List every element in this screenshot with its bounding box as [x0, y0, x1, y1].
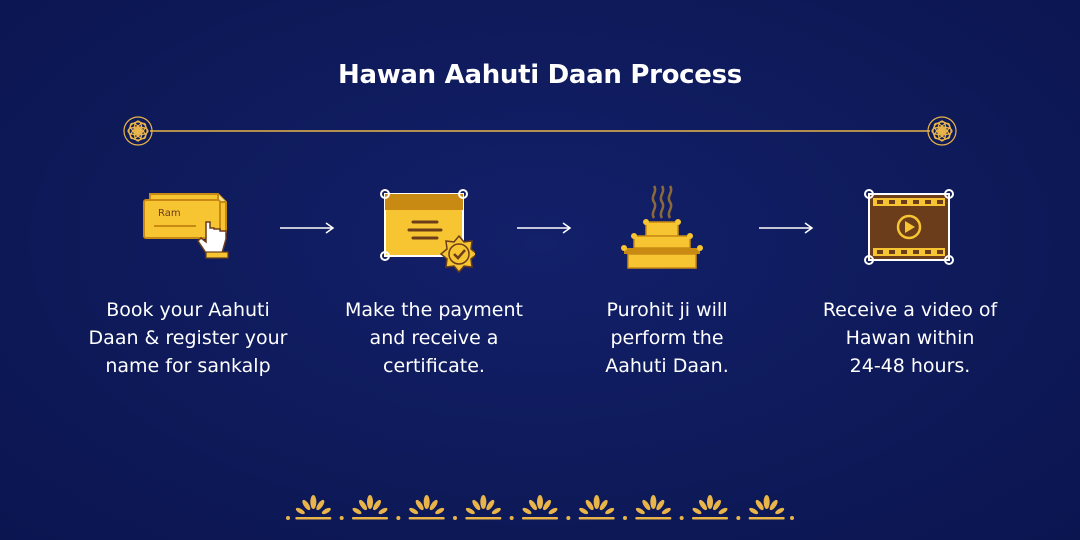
- floral-motif-icon: [692, 495, 728, 520]
- mandala-right-icon: [927, 116, 957, 146]
- arrow-right-icon: [759, 222, 814, 234]
- border-dot: [623, 516, 627, 520]
- page-title: Hawan Aahuti Daan Process: [338, 60, 742, 90]
- border-dot: [736, 516, 741, 520]
- border-dot: [286, 516, 290, 520]
- floral-border: [286, 495, 794, 520]
- floral-motif-icon: [635, 495, 672, 520]
- step-3-description: Purohit ji will perform the Aahuti Daan.: [605, 299, 729, 377]
- floral-motif-icon: [578, 495, 615, 520]
- name-card-hand-icon: Ram: [143, 193, 229, 259]
- step-1-description: Book your Aahuti Daan & register your na…: [88, 299, 288, 377]
- ornamental-divider: [123, 116, 957, 146]
- certificate-icon: [380, 189, 475, 274]
- step-2-description: Make the payment and receive a certifica…: [345, 299, 523, 377]
- border-dot: [396, 516, 401, 520]
- card-name-text: Ram: [158, 208, 181, 219]
- hawan-kund-icon: [621, 185, 703, 269]
- border-dot: [566, 516, 571, 520]
- floral-motif-icon: [295, 495, 332, 520]
- border-dot: [339, 516, 344, 520]
- floral-motif-icon: [408, 495, 445, 520]
- border-dot: [790, 516, 794, 520]
- floral-motif-icon: [465, 495, 502, 520]
- mandala-left-icon: [123, 116, 153, 146]
- floral-motif-icon: [748, 495, 785, 520]
- video-film-icon: [864, 189, 954, 265]
- arrow-right-icon: [517, 222, 572, 234]
- border-dot: [453, 516, 457, 520]
- step-4-description: Receive a video of Hawan within 24-48 ho…: [822, 299, 998, 377]
- verified-badge-icon: [439, 234, 475, 274]
- border-dot: [679, 516, 684, 520]
- arrow-right-icon: [280, 222, 335, 234]
- floral-motif-icon: [352, 495, 388, 520]
- floral-motif-icon: [522, 495, 558, 520]
- border-dot: [509, 516, 514, 520]
